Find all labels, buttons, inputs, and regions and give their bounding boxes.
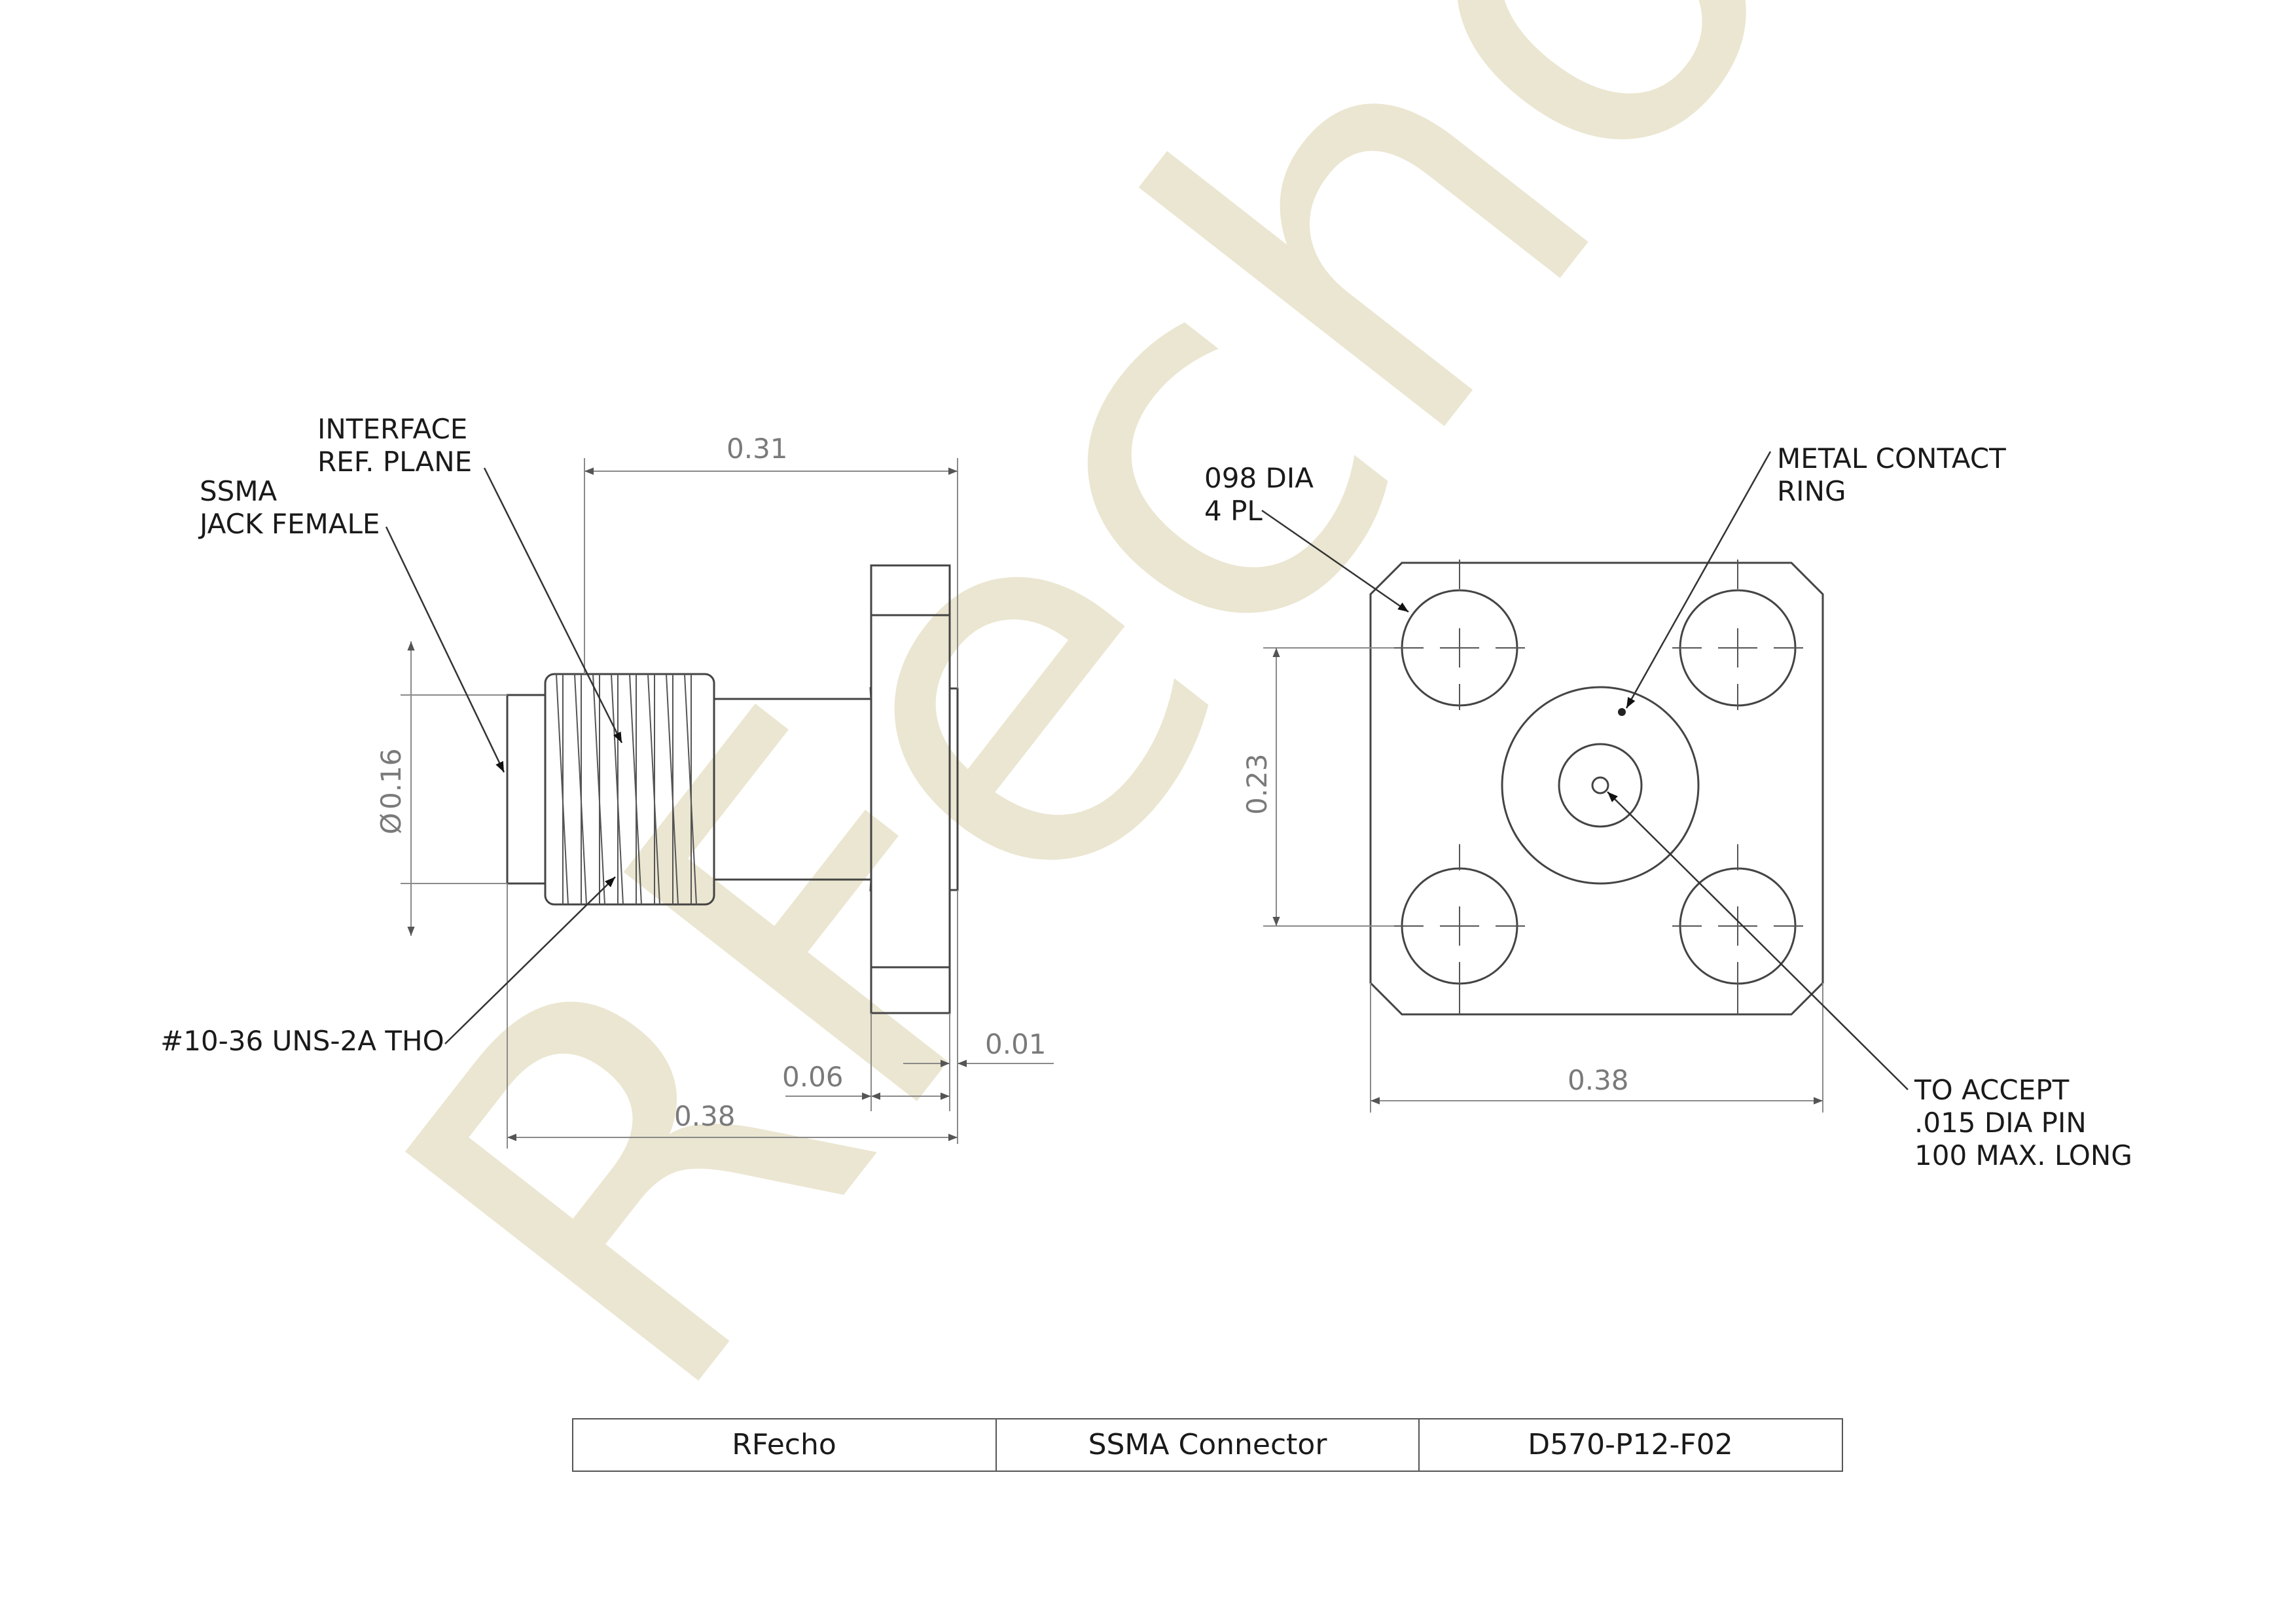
metal-contact-ring [1501, 686, 1700, 885]
side-view: 0.31 Ø 0.16 0.06 0.01 0.38 SSMA JACK FEM… [160, 413, 1054, 1149]
dim-flange-thickness: 0.06 [782, 1061, 844, 1093]
flange-outline [1369, 562, 1824, 1016]
mounting-holes [1401, 589, 1797, 985]
title-block-part-number: D570-P12-F02 [1528, 1428, 1732, 1461]
label-holes: 098 DIA 4 PL [1204, 462, 1314, 527]
svg-text:JACK FEMALE: JACK FEMALE [198, 508, 380, 540]
svg-text:0.16: 0.16 [375, 748, 407, 810]
watermark: RFecho [294, 0, 1902, 1494]
svg-text:4 PL: 4 PL [1204, 495, 1263, 527]
svg-text:REF. PLANE: REF. PLANE [317, 446, 472, 478]
label-contact-ring: METAL CONTACT RING [1777, 442, 2006, 507]
svg-text:TO ACCEPT: TO ACCEPT [1914, 1074, 2070, 1106]
svg-text:.015 DIA PIN: .015 DIA PIN [1914, 1107, 2087, 1139]
label-jack: SSMA JACK FEMALE [198, 475, 380, 540]
label-interface-plane: INTERFACE REF. PLANE [317, 413, 472, 478]
dim-flange-gap: 0.01 [985, 1028, 1047, 1060]
svg-text:100 MAX. LONG: 100 MAX. LONG [1914, 1139, 2132, 1171]
center-pin [1591, 776, 1609, 794]
title-block-company: RFecho [732, 1428, 836, 1461]
dim-top-length: 0.31 [726, 433, 788, 465]
dim-hole-spacing: 0.23 [1241, 753, 1273, 815]
front-view: 0.23 0.38 098 DIA 4 PL METAL CONTACT RIN… [1204, 442, 2132, 1171]
svg-text:RING: RING [1777, 475, 1846, 507]
ring-dot [1618, 708, 1626, 716]
thread-crests [556, 673, 697, 905]
svg-text:METAL CONTACT: METAL CONTACT [1777, 442, 2006, 474]
title-block-product: SSMA Connector [1088, 1428, 1328, 1461]
dim-width: 0.38 [1568, 1064, 1629, 1096]
svg-text:INTERFACE: INTERFACE [317, 413, 467, 445]
dim-overall-length: 0.38 [674, 1100, 736, 1132]
svg-text:SSMA: SSMA [200, 475, 278, 507]
label-pin: TO ACCEPT .015 DIA PIN 100 MAX. LONG [1914, 1074, 2132, 1171]
svg-text:098 DIA: 098 DIA [1204, 462, 1314, 494]
label-thread-spec: #10-36 UNS-2A THO [160, 1025, 444, 1057]
flange-boss [948, 687, 959, 891]
title-block: RFecho SSMA Connector D570-P12-F02 [572, 1418, 1843, 1472]
hole-center-marks [1394, 560, 1803, 1014]
dielectric [1558, 743, 1643, 828]
svg-text:Ø: Ø [375, 813, 407, 834]
dim-diameter: Ø 0.16 [375, 748, 407, 834]
